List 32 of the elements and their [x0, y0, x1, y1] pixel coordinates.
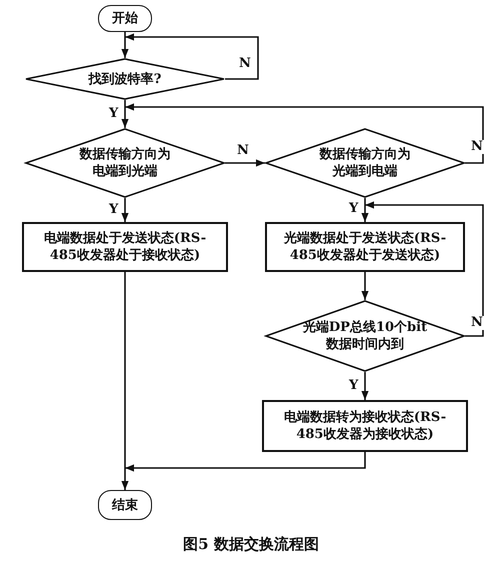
node-text: 光端数据处于发送状态(RS-485收发器处于发送状态)	[282, 230, 448, 264]
node-text: 电端数据转为接收状态(RS-485收发器为接收状态)	[282, 409, 448, 443]
decision-diamond	[265, 128, 465, 198]
decision-diamond	[25, 128, 225, 198]
node-text: 找到波特率?	[88, 70, 162, 88]
node-text: 数据传输方向为光端到电端	[318, 146, 412, 180]
process-box	[22, 222, 228, 272]
edge-label: N	[470, 316, 484, 330]
process-box	[265, 222, 465, 272]
arrow	[225, 159, 265, 167]
arrow	[125, 33, 259, 80]
decision-diamond	[265, 300, 465, 372]
edge-label: N	[470, 140, 484, 154]
arrow	[125, 452, 366, 472]
node-text: 开始	[112, 10, 138, 27]
figure-caption: 图5 数据交换流程图	[182, 535, 320, 554]
node-text: 数据传输方向为电端到光端	[78, 146, 172, 180]
node-text: 电端数据处于发送状态(RS-485收发器处于接收状态)	[42, 230, 208, 264]
arrow	[361, 198, 369, 222]
arrow	[121, 272, 129, 490]
arrow	[121, 198, 129, 222]
terminal-box	[98, 490, 152, 520]
arrow	[121, 100, 129, 128]
arrow	[125, 103, 484, 164]
decision-diamond	[25, 58, 225, 100]
node-text: 结束	[112, 496, 138, 514]
terminal-box	[98, 5, 152, 32]
arrow	[365, 201, 484, 337]
arrow	[121, 32, 129, 58]
arrow	[361, 272, 369, 300]
process-box	[262, 400, 468, 452]
arrow	[361, 372, 369, 400]
